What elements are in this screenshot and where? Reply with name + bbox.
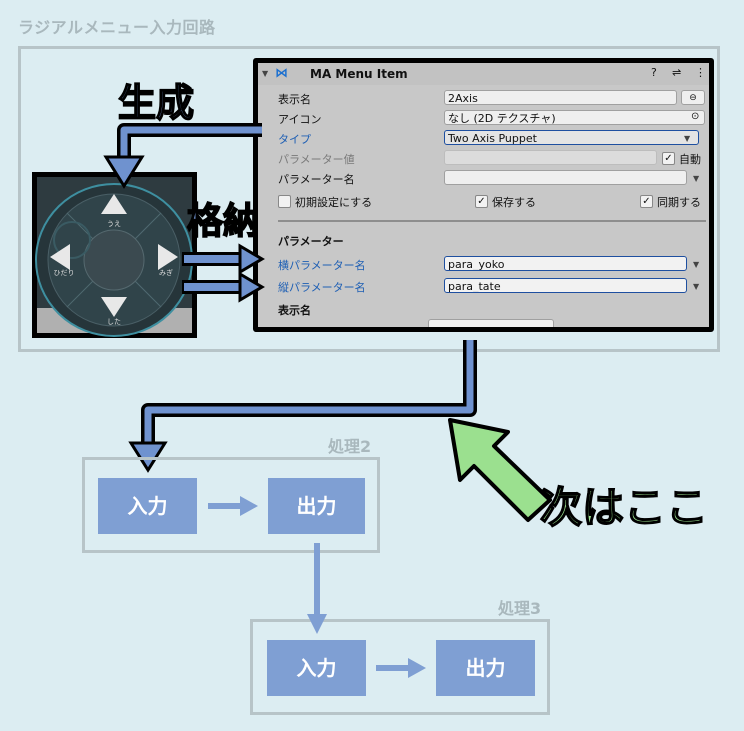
left-label: ひだり — [54, 269, 75, 277]
divider — [278, 220, 706, 222]
inspector-header: ▼ ⋈ MA Menu Item ? ⇌ ⋮ — [258, 63, 709, 85]
param-name-dropdown-icon[interactable]: ▼ — [693, 174, 700, 183]
vertical-dropdown-icon[interactable]: ▼ — [693, 282, 700, 291]
vertical-param-field[interactable]: para_tate — [444, 278, 687, 293]
process3-input-box: 入力 — [267, 640, 366, 696]
process2-flow-arrow — [208, 496, 258, 516]
type-dropdown[interactable]: Two Axis Puppet — [444, 130, 699, 145]
horizontal-param-field[interactable]: para_yoko — [444, 256, 687, 271]
save-checkbox[interactable]: ✓ — [475, 195, 488, 208]
component-title: MA Menu Item — [310, 67, 408, 81]
initial-checkbox[interactable] — [278, 195, 291, 208]
store-label: 格納 — [186, 200, 260, 243]
icon-label: アイコン — [278, 113, 322, 126]
help-icon[interactable]: ? — [651, 66, 657, 79]
icon-field[interactable]: なし (2D テクスチャ) — [444, 110, 705, 125]
process2-frame — [82, 457, 380, 553]
sync-checkbox[interactable]: ✓ — [640, 195, 653, 208]
display-heading: 表示名 — [278, 304, 311, 317]
object-picker-icon[interactable]: ⊙ — [691, 111, 700, 122]
display-name-label: 表示名 — [278, 93, 311, 106]
store-arrow-horizontal — [182, 243, 265, 275]
down-arrow-icon — [101, 297, 127, 317]
store-arrow-vertical — [182, 271, 265, 303]
process2-input-box: 入力 — [98, 478, 197, 534]
generate-arrow — [103, 123, 262, 189]
generate-label: 生成 — [117, 80, 195, 126]
ma-logo-icon: ⋈ — [275, 66, 288, 81]
link-icon[interactable]: ⊖ — [681, 90, 705, 105]
process3-title: 処理3 — [498, 599, 542, 618]
process3-frame — [250, 619, 550, 715]
section-title: ラジアルメニュー入力回路 — [18, 18, 216, 37]
param-value-field[interactable] — [444, 150, 657, 165]
next-arrow — [448, 418, 552, 522]
process2-title: 処理2 — [328, 437, 372, 456]
outer-frame — [18, 46, 720, 352]
more-options-icon[interactable]: ⋮ — [695, 66, 706, 79]
next-label: 次はここ — [539, 482, 709, 533]
save-label: 保存する — [492, 196, 536, 209]
radial-menu-preview: うえ した ひだり みぎ — [32, 172, 197, 338]
right-label: みぎ — [159, 268, 173, 277]
process3-output-box: 出力 — [436, 640, 535, 696]
up-label: うえ — [107, 220, 121, 228]
parameters-heading: パラメーター — [278, 235, 344, 248]
sync-label: 同期する — [657, 196, 701, 209]
process3-flow-arrow — [376, 658, 426, 678]
inspector-panel: ▼ ⋈ MA Menu Item ? ⇌ ⋮ 表示名 2Axis ⊖ アイコン … — [253, 58, 714, 332]
up-arrow-icon — [101, 194, 127, 214]
type-dropdown-arrow-icon[interactable]: ▼ — [684, 134, 691, 143]
param-name-label: パラメーター名 — [278, 173, 355, 186]
horizontal-param-label: 横パラメーター名 — [278, 259, 366, 272]
horizontal-dropdown-icon[interactable]: ▼ — [693, 260, 700, 269]
display-name-partial-field[interactable] — [428, 319, 554, 327]
process2-output-box: 出力 — [268, 478, 365, 534]
auto-checkbox[interactable]: ✓ — [662, 152, 675, 165]
initial-label: 初期設定にする — [295, 196, 373, 209]
vertical-param-label: 縦パラメーター名 — [278, 281, 366, 294]
down-label: した — [107, 318, 121, 326]
left-arrow-icon — [50, 244, 70, 270]
process2-to-process3-arrow — [307, 543, 327, 634]
to-process2-arrow — [128, 340, 477, 473]
right-arrow-icon — [158, 244, 178, 270]
foldout-icon[interactable]: ▼ — [262, 69, 269, 78]
type-label: タイプ — [278, 133, 311, 146]
param-name-field[interactable] — [444, 170, 687, 185]
param-value-label: パラメーター値 — [278, 153, 355, 166]
preset-icon[interactable]: ⇌ — [672, 66, 682, 79]
auto-label: 自動 — [679, 153, 701, 166]
display-name-field[interactable]: 2Axis — [444, 90, 677, 105]
